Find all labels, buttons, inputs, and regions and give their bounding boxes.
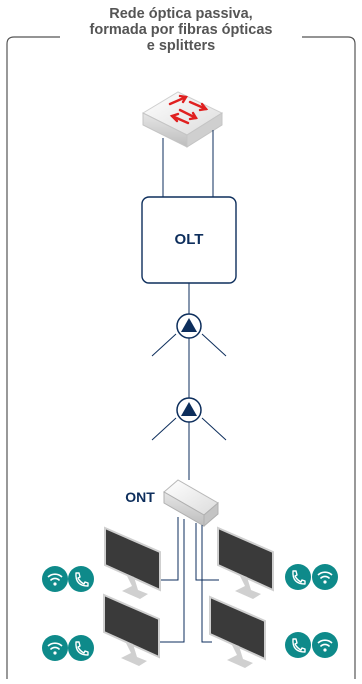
title-line: Rede óptica passiva, <box>109 6 253 22</box>
title-line: formada por fibras ópticas <box>89 22 273 38</box>
phone-icon <box>68 566 94 592</box>
ont-cables <box>157 517 219 643</box>
ont-label: ONT <box>125 489 155 505</box>
splitter-icon <box>151 313 227 357</box>
monitor-icon <box>217 526 274 599</box>
monitor-icon <box>104 526 161 599</box>
router-icon <box>141 91 224 148</box>
wifi-icon <box>312 564 338 590</box>
phone-icon <box>68 635 94 661</box>
network-bracket <box>6 36 356 679</box>
phone-icon <box>285 564 311 590</box>
wifi-icon <box>312 632 338 658</box>
monitor-icon <box>103 593 160 666</box>
title-line: e splitters <box>146 38 216 54</box>
ont-device-icon <box>163 479 219 528</box>
olt-label: OLT <box>175 231 204 248</box>
phone-icon <box>285 632 311 658</box>
wifi-icon <box>42 635 68 661</box>
diagram-title: Rede óptica passiva, formada por fibras … <box>60 6 302 54</box>
monitor-icon <box>209 595 266 668</box>
wifi-icon <box>42 566 68 592</box>
splitter-icon <box>151 397 227 441</box>
